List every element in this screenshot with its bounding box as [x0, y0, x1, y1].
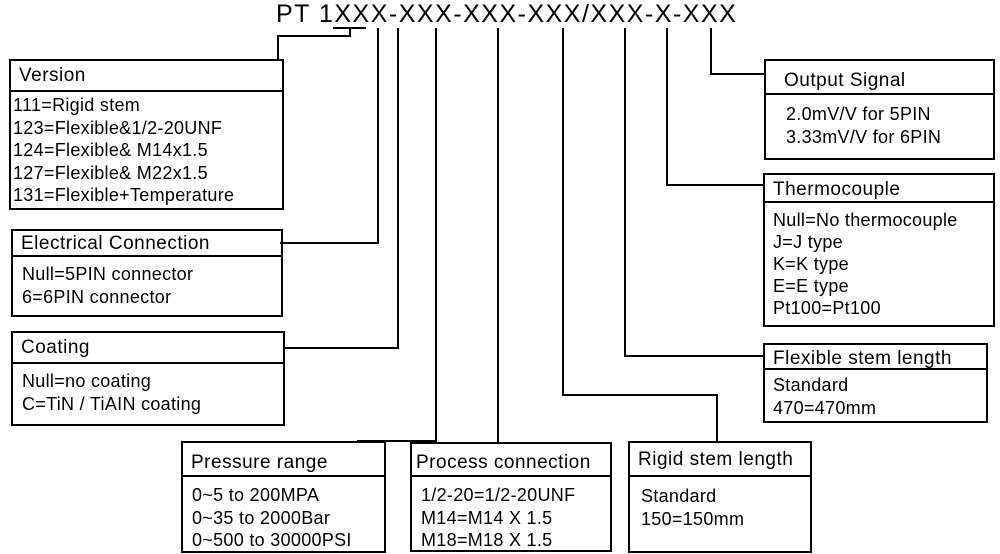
electrical-connection-title: Electrical Connection: [13, 231, 281, 257]
thermocouple-item: E=E type: [773, 276, 849, 296]
process-connection-item: M14=M14 X 1.5: [421, 507, 553, 528]
thermocouple-item: J=J type: [773, 232, 843, 252]
connector-pressure-range: [357, 28, 437, 442]
thermocouple-item: Pt100=Pt100: [773, 298, 881, 318]
thermocouple-item: K=K type: [773, 254, 849, 274]
coating-title: Coating: [13, 333, 283, 364]
model-code: PT 1XXX-XXX-XXX-XXX/XXX-X-XXX: [276, 0, 737, 29]
model-code-segment: X: [370, 0, 389, 28]
thermocouple-box: Thermocouple Null=No thermocouple J=J ty…: [763, 173, 995, 327]
process-connection-box: Process connection 1/2-20=1/2-20UNF M14=…: [410, 442, 612, 552]
version-box: Version 111=Rigid stem 123=Flexible&1/2-…: [9, 59, 284, 210]
electrical-connection-item: Null=5PIN connector: [22, 264, 194, 284]
version-item: 127=Flexible& M22x1.5: [13, 162, 208, 183]
pressure-range-item: 0~5 to 200MPA: [192, 485, 320, 505]
connector-thermocouple: [666, 28, 765, 186]
model-code-segment: -XXX: [672, 0, 738, 28]
coating-box: Coating Null=no coating C=TiN / TiAIN co…: [11, 331, 285, 426]
connector-electrical-connection: [280, 28, 379, 244]
model-code-segment: -X: [644, 0, 673, 28]
pressure-range-item: 0~500 to 30000PSI: [192, 530, 352, 550]
version-item: 124=Flexible& M14x1.5: [13, 140, 208, 160]
model-code-segment: /XXX: [581, 0, 645, 28]
output-signal-box: Output Signal 2.0mV/V for 5PIN 3.33mV/V …: [764, 59, 995, 160]
flexible-stem-length-item: 470=470mm: [773, 397, 877, 418]
pressure-range-title: Pressure range: [183, 443, 384, 477]
process-connection-title: Process connection: [412, 444, 610, 477]
connector-coating: [283, 28, 399, 349]
model-code-segment: -XXX: [388, 0, 454, 28]
model-code-first-digit: 1: [318, 0, 335, 28]
model-code-prefix: PT: [276, 0, 311, 28]
process-connection-item: M18=M18 X 1.5: [421, 530, 553, 550]
rigid-stem-length-item: 150=150mm: [641, 508, 745, 529]
output-signal-item: 2.0mV/V for 5PIN: [786, 104, 931, 124]
version-item: 111=Rigid stem: [13, 95, 141, 115]
rigid-stem-length-item: Standard: [641, 486, 717, 506]
version-title: Version: [11, 61, 282, 92]
pressure-range-box: Pressure range 0~5 to 200MPA 0~35 to 200…: [181, 441, 386, 553]
coating-item: Null=no coating: [22, 371, 152, 391]
model-code-segment: -XXX: [453, 0, 518, 28]
rigid-stem-length-box: Rigid stem length Standard 150=150mm: [628, 441, 812, 553]
pressure-range-item: 0~35 to 2000Bar: [192, 507, 331, 528]
electrical-connection-item: 6=6PIN connector: [22, 286, 172, 307]
connector-output-signal: [710, 28, 765, 75]
version-item: 123=Flexible&1/2-20UNF: [13, 117, 223, 138]
thermocouple-title: Thermocouple: [765, 175, 993, 203]
process-connection-item: 1/2-20=1/2-20UNF: [421, 485, 576, 505]
electrical-connection-box: Electrical Connection Null=5PIN connecto…: [11, 229, 283, 317]
model-code-segment: -XXX: [517, 0, 582, 28]
version-item: 131=Flexible+Temperature: [13, 185, 235, 205]
output-signal-item: 3.33mV/V for 6PIN: [786, 127, 942, 147]
connector-version: [277, 28, 351, 60]
output-signal-title: Output Signal: [766, 61, 993, 95]
thermocouple-item: Null=No thermocouple: [773, 210, 958, 230]
flexible-stem-length-title: Flexible stem length: [765, 345, 986, 370]
rigid-stem-length-title: Rigid stem length: [630, 443, 810, 477]
connector-rigid-stem-length: [562, 28, 718, 442]
flexible-stem-length-box: Flexible stem length Standard 470=470mm: [763, 343, 988, 423]
model-code-segment: XX: [334, 0, 371, 28]
connector-flexible-stem-length: [624, 28, 765, 357]
flexible-stem-length-item: Standard: [773, 375, 849, 395]
coating-item: C=TiN / TiAIN coating: [22, 393, 202, 414]
